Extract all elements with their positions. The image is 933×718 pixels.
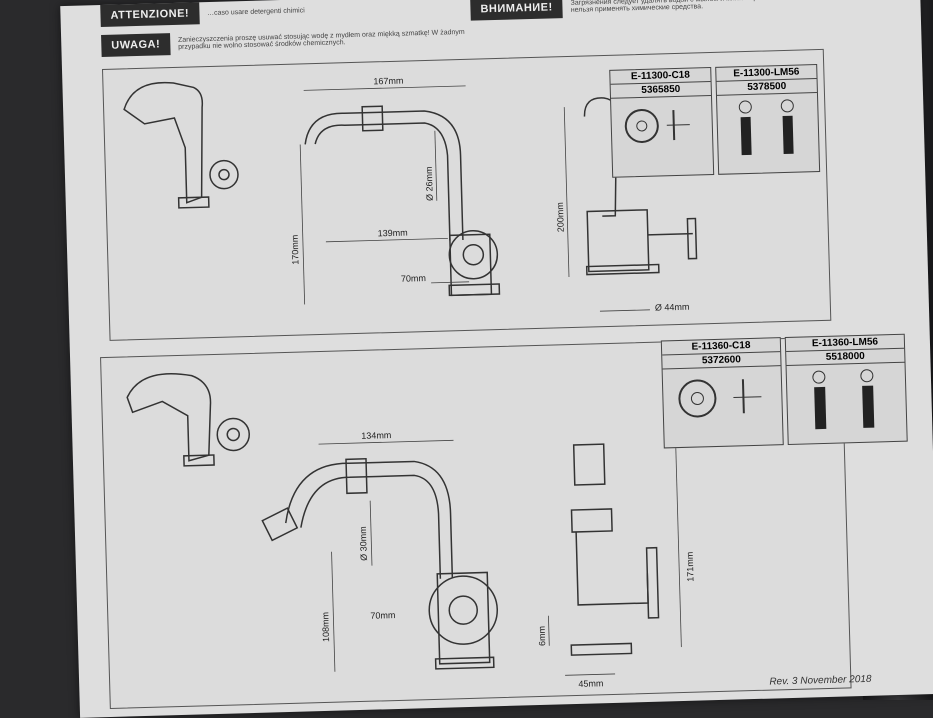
wheel-handle-icon — [624, 108, 690, 143]
dim-base: 45mm — [578, 678, 604, 689]
bidet-mixer-drawing — [126, 372, 682, 676]
lever-handle-icon — [812, 369, 875, 430]
dim-handle: 70mm — [400, 273, 427, 284]
dim-handle: 70mm — [370, 610, 396, 621]
warning-text-ru: Загрязнения следует удалять водой с мыло… — [570, 0, 844, 14]
dim-diameter: Ø 26mm — [423, 166, 435, 202]
handle-variant-lm56: E-11300-LM56 5378500 — [715, 64, 821, 175]
revision-note: Rev. 3 November 2018 — [769, 673, 872, 688]
warning-text-it: …caso usare detergenti chimici — [207, 6, 305, 17]
dim-height-side: 171mm — [684, 551, 696, 582]
dim-base-height: 6mm — [536, 625, 548, 647]
dim-height-left: 170mm — [289, 234, 301, 265]
dim-spout: 139mm — [377, 227, 408, 239]
warning-it: ATTENZIONE! …caso usare detergenti chimi… — [100, 0, 305, 29]
dim-base: Ø 44mm — [654, 301, 690, 313]
wheel-handle-icon — [678, 379, 762, 418]
dim-height-left: 108mm — [320, 611, 332, 643]
dim-diameter: Ø 30mm — [357, 526, 369, 562]
panel-bidet-mixer: 134mm Ø 30mm 70mm 108mm 171mm 6mm 45mm E… — [100, 333, 908, 710]
dim-height-side: 200mm — [554, 202, 566, 233]
instruction-sheet: ATTENZIONE! …caso usare detergenti chimi… — [60, 0, 933, 718]
warning-text-pl: Zanieczyszczenia proszę usuwać stosując … — [177, 28, 465, 51]
handle-variant-lm56: E-11360-LM56 5518000 — [784, 333, 908, 446]
handle-variant-c18: E-11300-C18 5365850 — [609, 66, 715, 178]
dim-width: 167mm — [373, 75, 404, 87]
warning-ru: ВНИМАНИЕ! Загрязнения следует удалять во… — [470, 0, 891, 23]
handle-variant-c18: E-11360-C18 5372600 — [660, 337, 784, 449]
panel-basin-mixer: 167mm 139mm Ø 26mm 170mm 200mm 70mm Ø 44… — [101, 48, 832, 341]
warning-tag-ru: ВНИМАНИЕ! — [470, 0, 564, 21]
dim-width: 134mm — [361, 430, 392, 441]
warning-tag-it: ATTENZIONE! — [100, 2, 200, 28]
warning-tag-pl: UWAGA! — [101, 33, 171, 58]
lever-handle-icon — [738, 99, 794, 156]
